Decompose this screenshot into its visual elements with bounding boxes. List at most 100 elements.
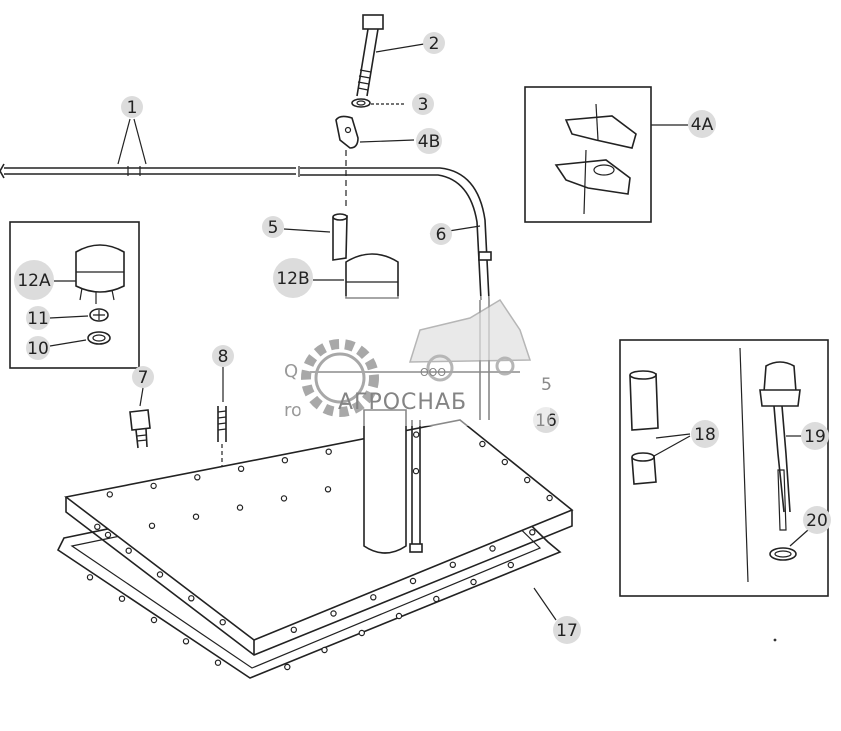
bolt-hole bbox=[330, 610, 337, 617]
bolt-hole bbox=[281, 457, 289, 464]
callout-4b-label: 4B bbox=[418, 132, 440, 152]
bolt-hole bbox=[104, 531, 112, 539]
bolt-hole bbox=[194, 474, 201, 481]
callout-5: 5 bbox=[262, 216, 331, 238]
bolt-hole bbox=[433, 595, 440, 603]
watermark-company-name: АГРОСНАБ bbox=[338, 390, 467, 415]
callout-12a-label: 12A bbox=[17, 271, 51, 291]
inset-12a bbox=[9, 221, 140, 369]
bolt-hole bbox=[150, 482, 157, 490]
bolt-hole bbox=[236, 504, 244, 511]
callout-1-label: 1 bbox=[127, 98, 138, 118]
bolt-hole bbox=[449, 561, 456, 569]
partial-label-q: Q bbox=[284, 361, 298, 382]
callout-19-label: 19 bbox=[804, 427, 826, 447]
bolt-hole bbox=[94, 523, 101, 531]
part-bolt-2 bbox=[356, 14, 384, 97]
callout-4b: 4B bbox=[359, 128, 442, 154]
bolt-hole bbox=[86, 574, 94, 581]
callout-19: 19 bbox=[786, 422, 829, 450]
part-cup-12b bbox=[345, 253, 399, 299]
bolt-hole bbox=[106, 491, 114, 498]
bolt-hole bbox=[284, 663, 291, 671]
callout-12b: 12B bbox=[273, 258, 344, 298]
callout-7: 7 bbox=[132, 366, 154, 407]
callout-12a: 12A bbox=[14, 260, 76, 300]
callout-18: 18 bbox=[653, 420, 719, 457]
bolt-hole bbox=[118, 595, 126, 602]
bolt-hole bbox=[182, 638, 190, 645]
bolt-hole bbox=[219, 619, 226, 626]
bolt-hole bbox=[479, 440, 486, 448]
callout-3: 3 bbox=[371, 93, 434, 115]
part-tube-6 bbox=[298, 166, 492, 301]
callout-7-label: 7 bbox=[138, 368, 149, 388]
part-clamp-4b bbox=[335, 115, 359, 210]
callout-5-label: 5 bbox=[268, 218, 279, 238]
bolt-hole bbox=[188, 595, 195, 602]
bolt-hole bbox=[507, 561, 514, 569]
bolt-hole bbox=[546, 494, 553, 502]
partial-label-5: 5 bbox=[541, 375, 552, 395]
bolt-hole bbox=[524, 476, 531, 484]
bolt-hole bbox=[412, 467, 420, 475]
bolt-hole bbox=[321, 646, 328, 654]
bolt-hole bbox=[370, 594, 377, 601]
watermark-company-prefix: ООО bbox=[420, 366, 446, 379]
partial-label-ro: ro bbox=[284, 400, 302, 421]
part-rod-1 bbox=[0, 163, 296, 179]
gear-icon bbox=[301, 339, 379, 417]
bolt-hole bbox=[290, 626, 297, 634]
bolt-hole bbox=[489, 545, 496, 552]
part-pickup-tube bbox=[363, 300, 490, 554]
bolt-hole bbox=[501, 458, 508, 466]
callout-12b-label: 12B bbox=[276, 269, 309, 289]
callout-8-label: 8 bbox=[218, 347, 229, 367]
callout-17: 17 bbox=[533, 587, 581, 644]
callout-16-label: 16 bbox=[535, 411, 557, 431]
callout-11-label: 11 bbox=[27, 309, 49, 329]
inset-4a bbox=[524, 86, 652, 223]
callout-18-label: 18 bbox=[694, 425, 716, 445]
bolt-hole bbox=[409, 577, 417, 585]
bolt-hole bbox=[156, 571, 164, 578]
part-stud-8 bbox=[217, 406, 227, 470]
bolt-hole bbox=[413, 431, 420, 438]
part-washer-3 bbox=[351, 98, 371, 108]
bolt-hole bbox=[324, 486, 332, 493]
bolt-hole bbox=[325, 448, 332, 455]
bolt-hole bbox=[395, 612, 403, 620]
bolt-hole bbox=[148, 522, 156, 530]
combine-harvester-icon bbox=[408, 298, 532, 382]
callout-10-label: 10 bbox=[27, 339, 49, 359]
callout-1: 1 bbox=[117, 96, 147, 165]
callout-11: 11 bbox=[26, 306, 89, 330]
part-cover-plate bbox=[64, 419, 574, 656]
callout-4a-label: 4A bbox=[691, 115, 714, 135]
occluded-labels: Q ro 5 16 bbox=[284, 361, 559, 433]
callout-4a: 4A bbox=[651, 110, 716, 138]
bolt-hole bbox=[150, 616, 158, 624]
part-sleeve-5 bbox=[332, 213, 348, 261]
callout-20: 20 bbox=[789, 506, 831, 547]
watermark-logo: ООО АГРОСНАБ bbox=[300, 296, 550, 426]
callout-6-label: 6 bbox=[436, 225, 447, 245]
bolt-hole bbox=[214, 659, 222, 666]
plate-holes bbox=[86, 431, 553, 671]
callout-6: 6 bbox=[429, 223, 481, 245]
bolt-hole bbox=[470, 578, 477, 586]
callout-2-label: 2 bbox=[429, 34, 440, 54]
callout-17-label: 17 bbox=[556, 621, 578, 641]
callout-8: 8 bbox=[212, 345, 234, 402]
callout-10: 10 bbox=[26, 336, 87, 360]
bolt-hole bbox=[280, 495, 288, 502]
bolt-hole bbox=[358, 629, 365, 637]
bolt-hole bbox=[125, 547, 132, 554]
bolt-hole bbox=[529, 529, 536, 536]
bolt-hole bbox=[192, 513, 200, 520]
bolt-hole bbox=[237, 465, 245, 472]
callout-20-label: 20 bbox=[806, 511, 828, 531]
callout-3-label: 3 bbox=[418, 95, 429, 115]
inset-dipstick bbox=[619, 339, 829, 597]
